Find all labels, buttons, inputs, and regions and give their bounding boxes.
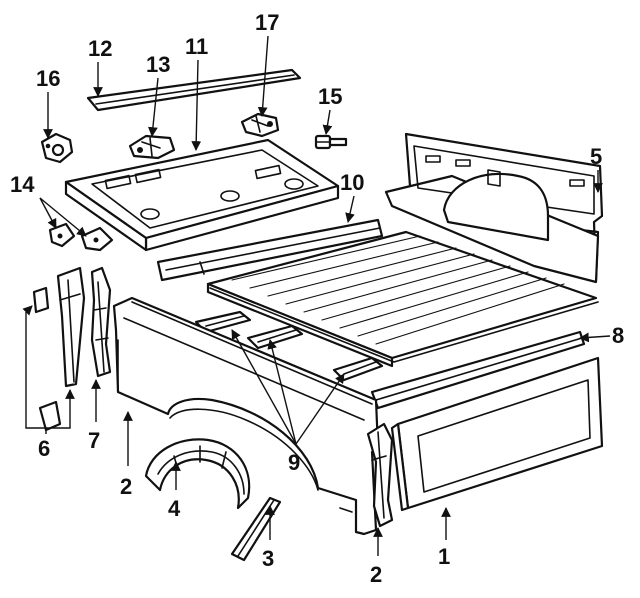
part-6-reinforcement-set [32,266,86,432]
part-7-pillar [90,266,112,378]
part-13-latch [128,134,176,160]
callout-12: 12 [88,36,112,61]
callout-16: 16 [36,66,60,91]
callout-2-left: 2 [120,474,132,499]
part-5-front-bed-panel [384,132,604,284]
callout-5: 5 [590,144,602,169]
part-10-side-rail [156,218,384,282]
callout-3: 3 [262,546,274,571]
callout-10: 10 [340,170,364,195]
leader-lines [22,35,611,556]
part-17-latch [240,112,280,138]
callout-labels: 12 17 13 11 16 15 14 10 5 8 9 2 4 3 2 1 … [10,10,624,587]
part-9-crossmembers [194,310,384,382]
part-16-hinge [40,132,74,164]
part-15-bolt [314,134,348,150]
callout-6: 6 [38,436,50,461]
part-1-tailgate [390,356,604,512]
callout-13: 13 [146,52,170,77]
part-12-header-panel [86,68,302,112]
callout-2-right: 2 [370,562,382,587]
part-11-front-panel [64,138,340,252]
part-2-bed-side [112,296,380,536]
callout-1: 1 [438,544,450,569]
part-2-corner-post [366,422,394,528]
callout-7: 7 [88,428,100,453]
callout-17: 17 [255,10,279,35]
callout-14: 14 [10,172,35,197]
callout-11: 11 [185,34,208,59]
callout-4: 4 [168,496,181,521]
callout-15: 15 [318,84,342,109]
callout-9: 9 [288,450,300,475]
callout-8: 8 [612,323,624,348]
part-bed-floor [206,230,599,368]
part-4-wheelhouse [144,438,251,510]
part-14-brackets [48,222,114,252]
